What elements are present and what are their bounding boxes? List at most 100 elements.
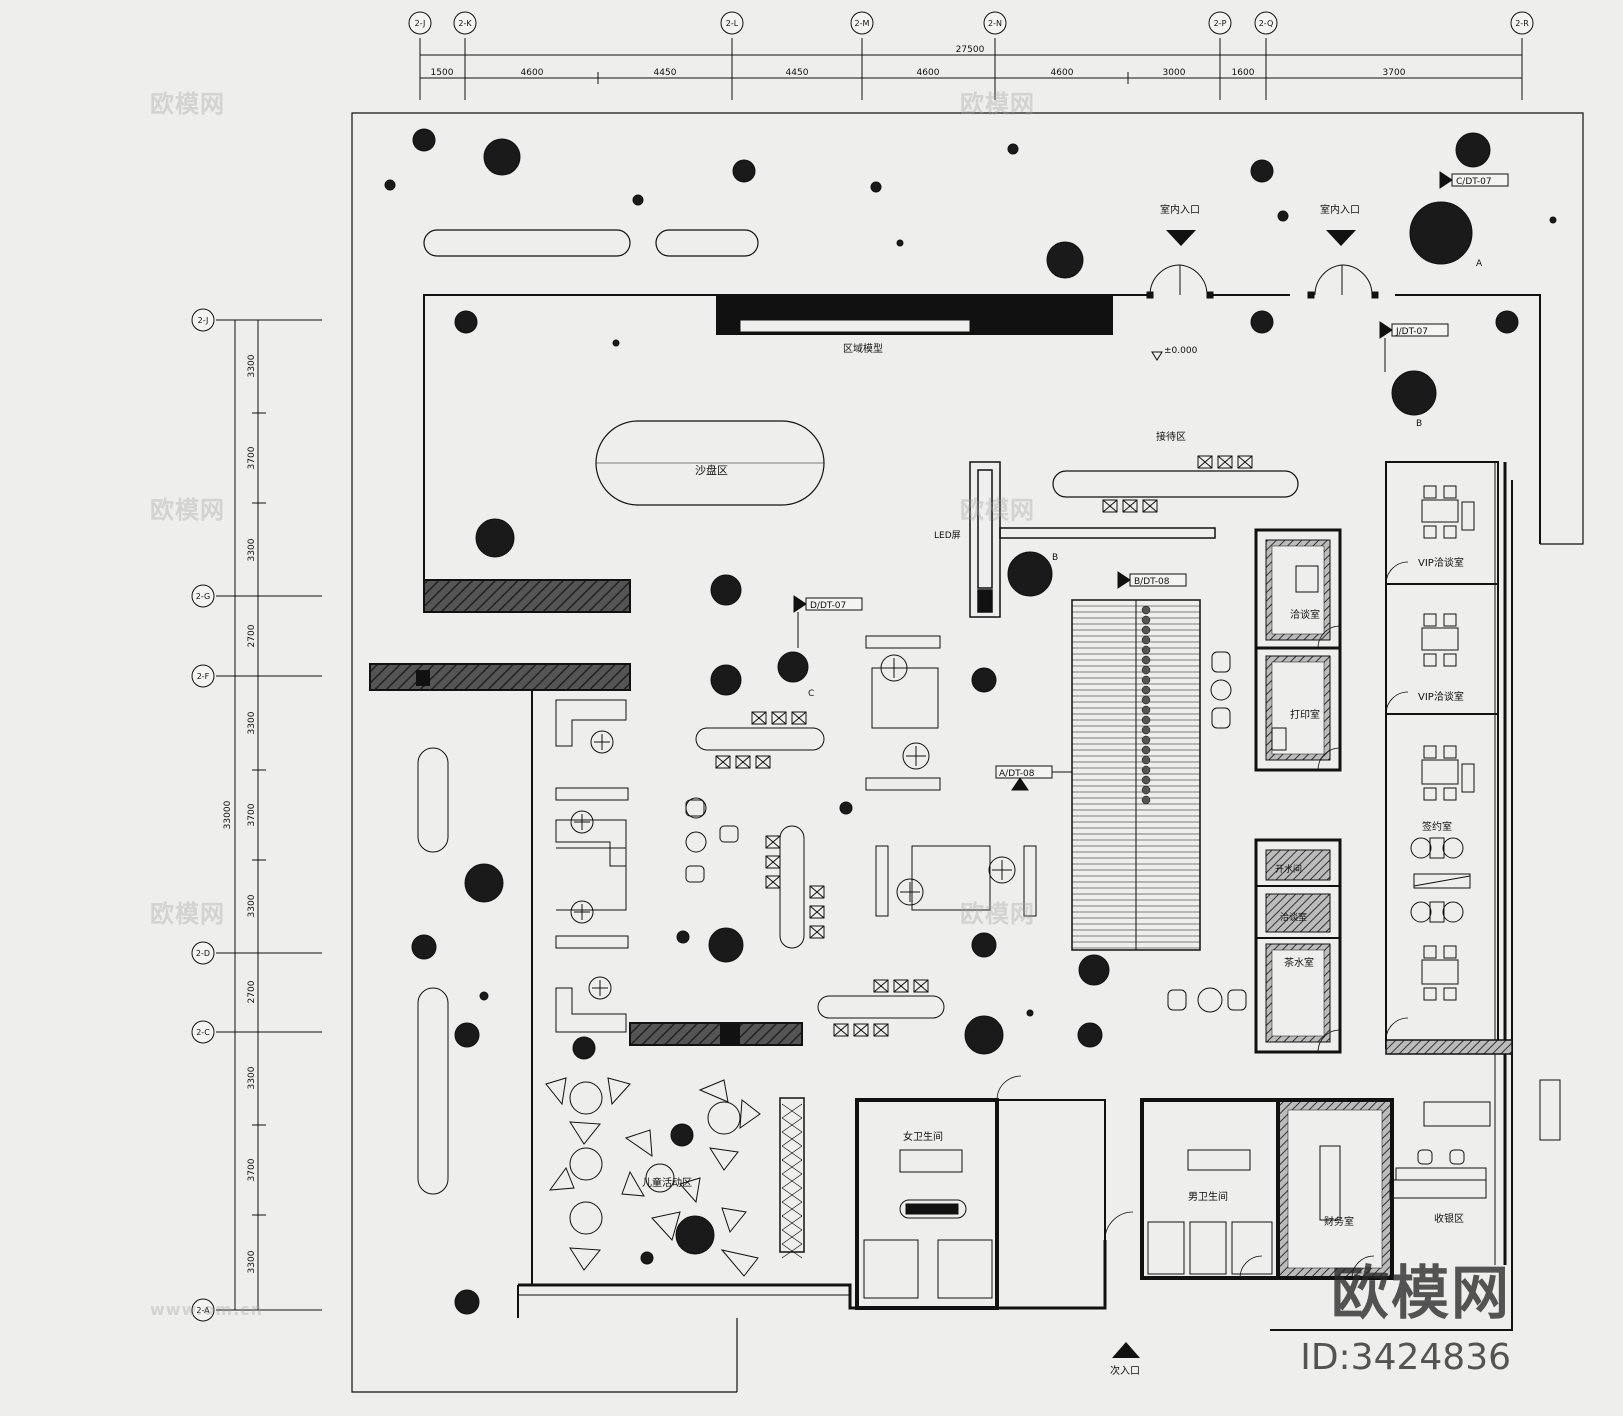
marker-letter: C [808, 689, 814, 699]
dimension-segment: 2700 [247, 624, 257, 647]
room-label-water: 开水间 [1275, 863, 1302, 875]
room-label-tea: 茶水室 [1284, 956, 1314, 969]
entry-arrows [1166, 230, 1356, 246]
top-dimension-chain [419, 38, 1523, 100]
watermark-tile: 欧模网 [150, 496, 225, 524]
interior-doors [996, 561, 1409, 1279]
negotiation-print-block [1254, 528, 1342, 772]
axis-label-left: 2-F [197, 672, 210, 681]
room-label-negotiation-2: 洽谈室 [1280, 911, 1307, 923]
led-screen [969, 461, 1216, 618]
site-boundary [351, 112, 1584, 1393]
service-block [1254, 838, 1342, 1054]
toilet-block [855, 1098, 1394, 1310]
stair-treads [1072, 605, 1200, 949]
section-tag: B/DT-08 [1134, 577, 1170, 587]
dimension-segment: 2700 [247, 980, 257, 1003]
left-axis-bubbles [191, 308, 215, 1322]
dimension-total-left: 33000 [223, 800, 233, 829]
axis-label-top: 2-J [415, 19, 426, 28]
dimension-segment: 1600 [1232, 68, 1255, 78]
dimension-segment: 3300 [247, 711, 257, 734]
section-tag: J/DT-07 [1395, 327, 1428, 337]
room-label-cashier: 收银区 [1434, 1212, 1464, 1225]
room-label-kids: 儿童活动区 [642, 1176, 692, 1189]
trees [384, 128, 1557, 1315]
elevation-marker: ±0.000 [1151, 346, 1198, 361]
axis-label-top: 2-L [726, 19, 739, 28]
room-label-sand-table: 沙盘区 [695, 463, 728, 477]
watermark-tile: 欧模网 [150, 90, 225, 118]
entry-label: 室内入口 [1320, 203, 1360, 216]
dimension-segment: 3300 [247, 894, 257, 917]
room-label-negotiation: 洽谈室 [1290, 608, 1320, 621]
dimension-segment: 3700 [247, 1158, 257, 1181]
water-features [423, 229, 759, 257]
hatched-wall-c [629, 1022, 803, 1046]
section-tag: A/DT-08 [999, 769, 1035, 779]
axis-label-top: 2-R [1515, 19, 1529, 28]
dimension-total-top: 27500 [956, 45, 985, 55]
watermark-id: ID:3424836 [1300, 1337, 1511, 1378]
room-label-print: 打印室 [1290, 708, 1320, 721]
marker-letter: B [1052, 553, 1058, 563]
second-entry-arrow [1112, 1342, 1140, 1358]
dimension-segment: 3000 [1163, 68, 1186, 78]
axis-label-top: 2-Q [1259, 19, 1274, 28]
room-label-vip-1: VIP洽谈室 [1418, 556, 1464, 569]
marker-letter: B [1416, 419, 1422, 429]
dimension-segment: 3700 [247, 446, 257, 469]
dimension-segment: 4450 [786, 68, 809, 78]
dimension-segment: 3300 [247, 538, 257, 561]
top-axis-bubbles [408, 11, 1534, 35]
model-display-inner [739, 319, 971, 333]
room-label-led: LED屏 [934, 530, 961, 541]
staircase [1071, 599, 1201, 951]
stair-rail-dots [1141, 605, 1151, 805]
room-label-vip-2: VIP洽谈室 [1418, 690, 1464, 703]
marker-letter: A [1476, 259, 1483, 269]
svg-text:±0.000: ±0.000 [1164, 346, 1198, 356]
room-label-model: 区域模型 [843, 342, 883, 355]
left-dimension-chain [216, 319, 322, 1311]
cashier-counter [1389, 1079, 1561, 1199]
dimension-segment: 3300 [247, 1250, 257, 1273]
center-negotiation-tables [685, 635, 1247, 1019]
watermark-tile: 欧模网 [960, 900, 1035, 928]
dimension-segment: 3700 [1383, 68, 1406, 78]
axis-label-top: 2-K [458, 19, 472, 28]
dimension-segment: 4450 [654, 68, 677, 78]
dimension-segment: 3300 [247, 1066, 257, 1089]
axis-label-top: 2-N [988, 19, 1002, 28]
reception-chairs [1102, 455, 1253, 513]
axis-label-left: 2-A [196, 1306, 210, 1315]
section-markers [793, 171, 1509, 791]
section-tag: C/DT-07 [1456, 177, 1492, 187]
room-label-finance: 财务室 [1324, 1215, 1354, 1228]
axis-label-left: 2-C [196, 1028, 210, 1037]
dimension-segment: 3300 [247, 354, 257, 377]
watermark-site: www.om.cn [150, 1300, 264, 1319]
watermark-tile: 欧模网 [960, 496, 1035, 524]
axis-label-top: 2-P [1214, 19, 1227, 28]
axis-label-top: 2-M [855, 19, 870, 28]
vip-block [1385, 461, 1513, 1055]
hatched-wall-b [369, 663, 631, 691]
kids-area-furniture [545, 1077, 805, 1277]
second-entry-label: 次入口 [1110, 1364, 1140, 1377]
dimension-segment: 4600 [917, 68, 940, 78]
center-chairs-x [715, 711, 929, 1037]
room-label-female-wc: 女卫生间 [903, 1130, 943, 1143]
entry-label: 室内入口 [1160, 203, 1200, 216]
axis-label-left: 2-D [196, 949, 210, 958]
watermark-logo: 欧模网 [1330, 1259, 1511, 1327]
entry-doors [1146, 264, 1379, 299]
watermark-tile: 欧模网 [150, 900, 225, 928]
section-tag: D/DT-07 [810, 601, 846, 611]
watermark-tile: 欧模网 [960, 90, 1035, 118]
kids-shelf-pattern [781, 1103, 803, 1259]
reception-desk [1052, 470, 1299, 498]
dimension-segment: 1500 [431, 68, 454, 78]
room-label-reception: 接待区 [1156, 430, 1186, 443]
